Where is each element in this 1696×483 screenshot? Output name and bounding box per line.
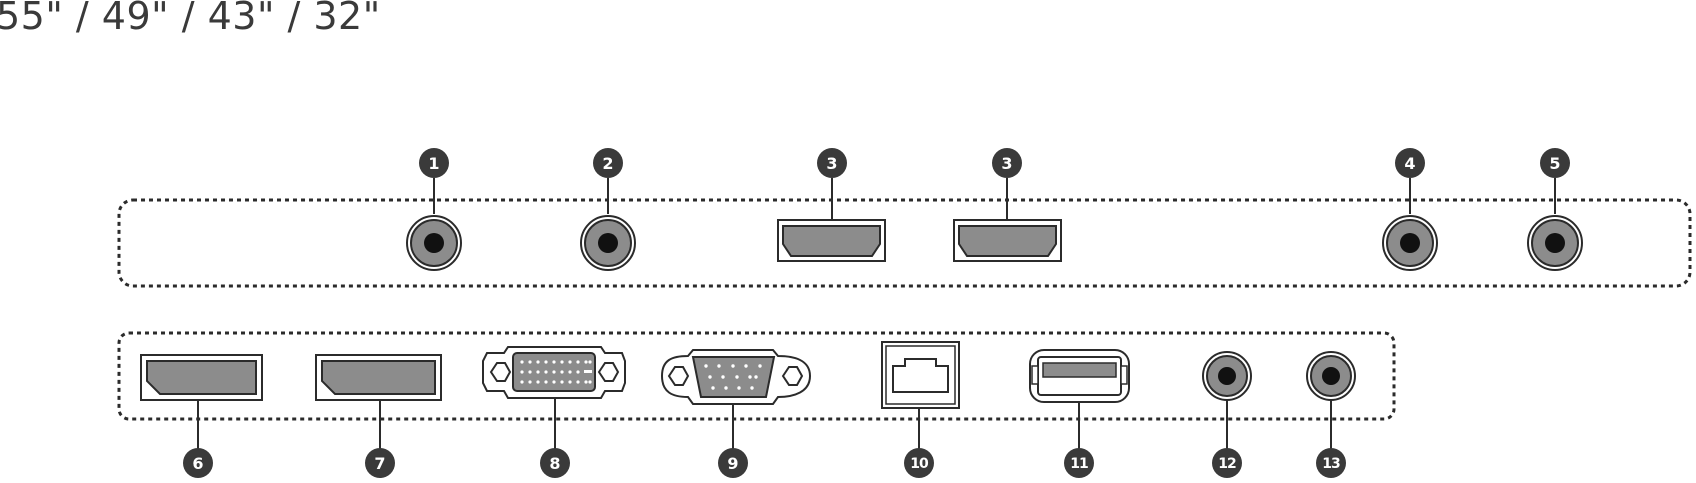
callout-label: 3 [826,154,837,173]
callout-badge: 4 [1395,148,1425,178]
displayport-icon [140,354,263,401]
callout-label: 7 [374,454,385,473]
rj45-port-icon [881,341,960,409]
callout-label: 2 [602,154,613,173]
port-10: 10 [881,341,960,478]
audio-jack-icon [1382,215,1438,271]
callout-label: 5 [1549,154,1560,173]
audio-jack-icon [580,215,636,271]
callout-badge: 13 [1316,448,1346,478]
callout-label: 12 [1218,456,1236,472]
vga-port-icon [660,349,812,405]
callout-label: 13 [1322,456,1340,472]
callout-label: 1 [428,154,439,173]
port-3a: 3 [777,148,886,262]
port-1: 1 [406,148,462,271]
callout-badge: 8 [540,448,570,478]
callout-badge: 3 [817,148,847,178]
callout-badge: 9 [718,448,748,478]
callout-badge: 2 [593,148,623,178]
callout-label: 10 [910,456,929,472]
callout-badge: 10 [904,448,934,478]
page-title: 55" / 49" / 43" / 32" [0,0,381,38]
callout-label: 3 [1001,154,1012,173]
port-7: 7 [315,354,442,478]
callout-badge: 7 [365,448,395,478]
bottom-panel-outline [117,331,1396,421]
callout-label: 11 [1070,456,1088,472]
hdmi-port-icon [953,219,1062,262]
port-13: 13 [1306,351,1356,478]
port-6: 6 [140,354,263,478]
port-4: 4 [1382,148,1438,271]
port-5: 5 [1527,148,1583,271]
hdmi-port-icon [777,219,886,262]
port-11: 11 [1029,349,1130,478]
callout-badge: 6 [183,448,213,478]
callout-badge: 11 [1064,448,1094,478]
callout-label: 8 [549,454,560,473]
callout-label: 6 [192,454,203,473]
callout-badge: 12 [1212,448,1242,478]
usb-port-icon [1029,349,1130,403]
port-8: 8 [482,346,626,478]
displayport-icon [315,354,442,401]
callout-label: 4 [1404,154,1415,173]
audio-jack-icon [406,215,462,271]
port-9: 9 [660,349,812,478]
port-3b: 3 [953,148,1062,262]
audio-jack-icon [1202,351,1252,401]
audio-jack-icon [1527,215,1583,271]
port-12: 12 [1202,351,1252,478]
callout-badge: 3 [992,148,1022,178]
callout-badge: 5 [1540,148,1570,178]
callout-badge: 1 [419,148,449,178]
dvi-port-icon [482,346,626,399]
port-2: 2 [580,148,636,271]
audio-jack-icon [1306,351,1356,401]
top-panel-outline [117,198,1692,288]
callout-label: 9 [727,454,738,473]
